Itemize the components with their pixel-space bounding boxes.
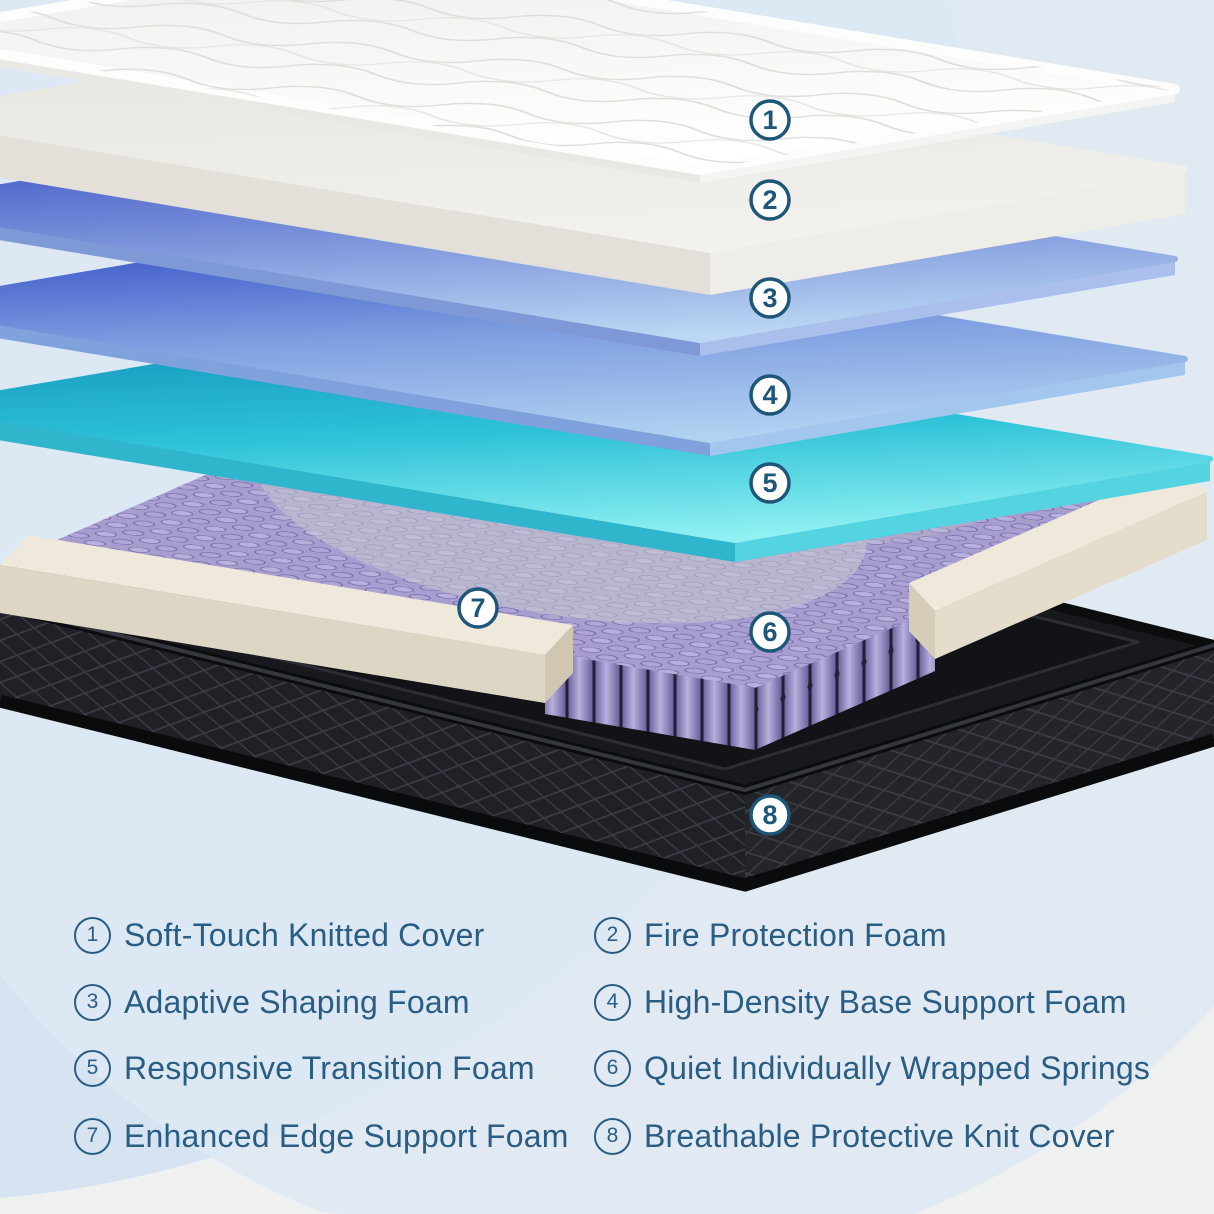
legend-number-badge: 3 (74, 983, 111, 1021)
marker-circle (749, 179, 791, 221)
marker-1: 1 (749, 99, 791, 141)
layer-cover (0, 0, 1180, 183)
marker-4: 4 (749, 374, 791, 416)
mattress-exploded-illustration: 1 2 3 4 5 6 7 8 (0, 0, 1214, 892)
marker-circle (749, 794, 791, 836)
legend-number-badge: 7 (74, 1117, 111, 1155)
legend-item-knit-base: 8 Breathable Protective Knit Cover (594, 1116, 1115, 1156)
legend-number-badge: 2 (594, 916, 631, 954)
legend-number-badge: 1 (74, 916, 111, 954)
legend-label: Adaptive Shaping Foam (124, 983, 470, 1020)
layer-edge-rail-right (909, 464, 1207, 659)
marker-2: 2 (749, 179, 791, 221)
marker-number: 3 (762, 283, 777, 313)
marker-6: 6 (749, 611, 791, 653)
marker-circle (749, 462, 791, 504)
legend-label: Fire Protection Foam (644, 916, 947, 953)
legend-item-springs: 6 Quiet Individually Wrapped Springs (594, 1048, 1150, 1088)
marker-circle (749, 374, 791, 416)
legend-item-edge-support: 7 Enhanced Edge Support Foam (74, 1116, 569, 1156)
legend-number-badge: 8 (594, 1117, 631, 1155)
legend-label: Enhanced Edge Support Foam (124, 1117, 569, 1154)
marker-circle (457, 587, 499, 629)
marker-number: 8 (762, 800, 777, 830)
legend-label: High-Density Base Support Foam (644, 983, 1127, 1020)
legend-label: Responsive Transition Foam (124, 1049, 535, 1086)
legend-item-cover: 1 Soft-Touch Knitted Cover (74, 915, 485, 955)
legend-item-shaping-foam: 3 Adaptive Shaping Foam (74, 982, 470, 1022)
legend-number-badge: 4 (594, 983, 631, 1021)
marker-number: 4 (762, 380, 777, 410)
marker-number: 2 (762, 185, 777, 215)
marker-circle (749, 99, 791, 141)
marker-7: 7 (457, 587, 499, 629)
marker-8: 8 (749, 794, 791, 836)
legend-item-transition-foam: 5 Responsive Transition Foam (74, 1048, 535, 1088)
legend-number-badge: 5 (74, 1049, 111, 1087)
marker-5: 5 (749, 462, 791, 504)
legend-label: Breathable Protective Knit Cover (644, 1117, 1115, 1154)
marker-number: 1 (762, 105, 777, 135)
marker-number: 7 (470, 593, 485, 623)
marker-number: 6 (762, 617, 777, 647)
legend-label: Soft-Touch Knitted Cover (124, 916, 485, 953)
legend-label: Quiet Individually Wrapped Springs (644, 1049, 1151, 1086)
legend-number-badge: 6 (594, 1049, 631, 1087)
marker-number: 5 (762, 468, 777, 498)
marker-circle (749, 611, 791, 653)
marker-circle (749, 277, 791, 319)
marker-3: 3 (749, 277, 791, 319)
legend-item-fire-foam: 2 Fire Protection Foam (594, 915, 947, 955)
layer-edge-rail-left (0, 535, 573, 703)
legend-item-base-support-foam: 4 High-Density Base Support Foam (594, 982, 1127, 1022)
